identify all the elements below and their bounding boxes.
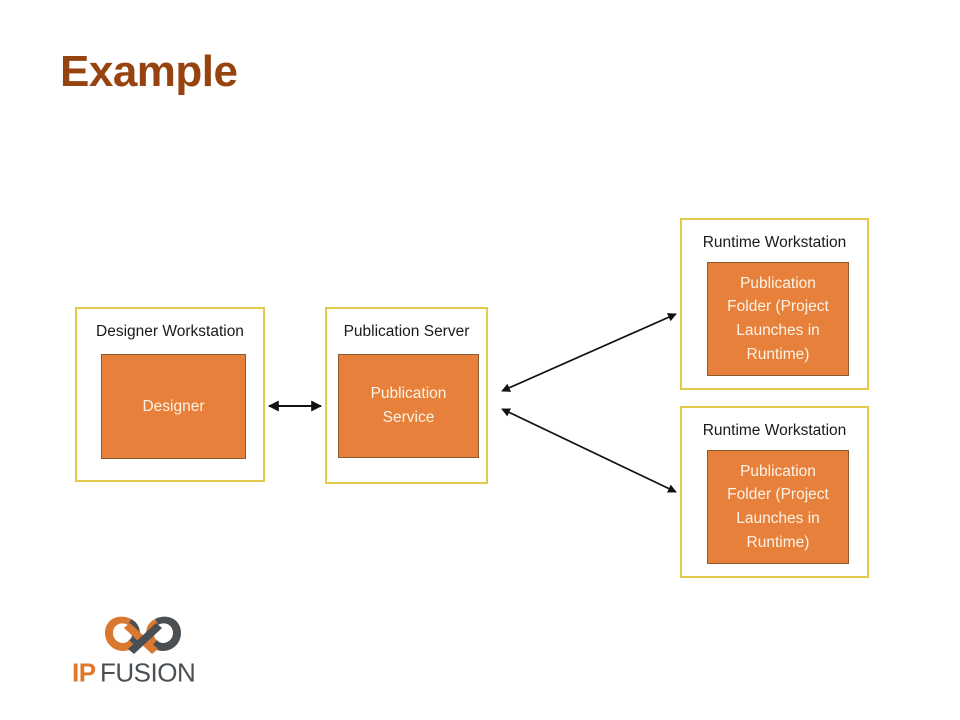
infinity-chain-icon — [105, 616, 181, 654]
runtime-workstation-2-container: Runtime Workstation Publication Folder (… — [680, 406, 869, 578]
publication-server-container: Publication Server Publication Service — [325, 307, 488, 484]
designer-workstation-label: Designer Workstation — [96, 323, 244, 340]
arrow-publication-server-to-runtime-2 — [501, 408, 677, 493]
publication-folder-node-1-label: Publication Folder (Project Launches in … — [727, 274, 829, 363]
designer-workstation-container: Designer Workstation Designer — [75, 307, 265, 482]
runtime-workstation-2-label: Runtime Workstation — [702, 422, 847, 439]
ipfusion-wordmark: IP FUSION — [72, 658, 196, 688]
runtime-workstation-1-container: Runtime Workstation Publication Folder (… — [680, 218, 869, 390]
publication-server-label: Publication Server — [343, 323, 470, 340]
page-title: Example — [60, 47, 238, 96]
publication-service-node: Publication Service — [338, 354, 479, 458]
publication-service-node-label: Publication Service — [370, 385, 447, 426]
designer-node-label: Designer — [142, 397, 205, 415]
ipfusion-logo: IP FUSION — [72, 612, 212, 694]
logo-text-fusion: FUSION — [100, 658, 195, 688]
designer-node: Designer — [101, 354, 246, 459]
publication-folder-node-2: Publication Folder (Project Launches in … — [707, 450, 849, 564]
publication-folder-node-2-label: Publication Folder (Project Launches in … — [727, 462, 829, 551]
logo-text-ip: IP — [72, 658, 96, 688]
publication-folder-node-1: Publication Folder (Project Launches in … — [707, 262, 849, 376]
runtime-workstation-1-label: Runtime Workstation — [702, 234, 847, 251]
arrow-publication-server-to-runtime-1 — [501, 313, 677, 392]
